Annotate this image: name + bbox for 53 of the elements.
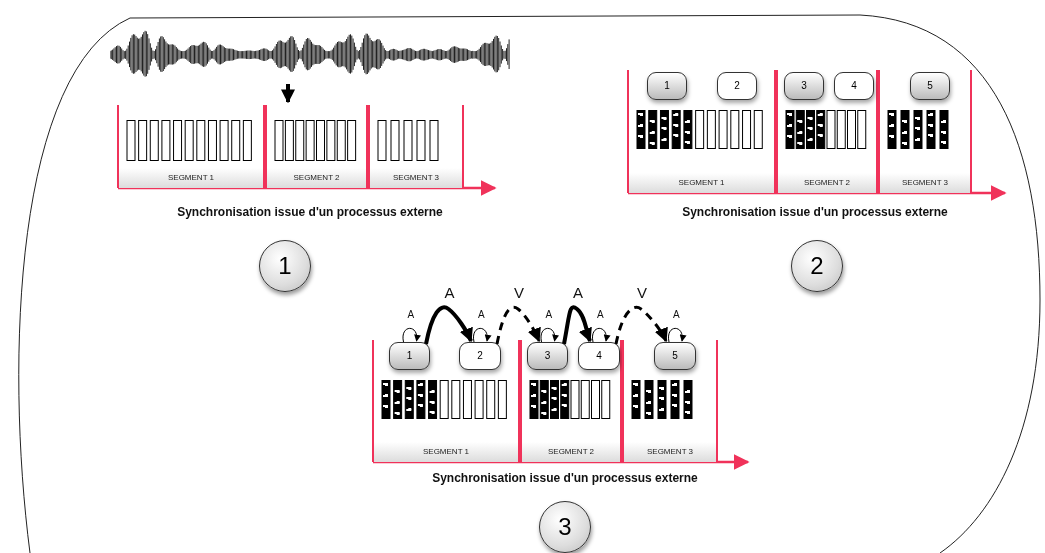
self-loop-arrow — [667, 327, 686, 343]
edge-label: A — [443, 285, 456, 300]
arrow — [281, 84, 295, 104]
arrow — [562, 305, 593, 345]
segment-label: SEGMENT 3 — [880, 173, 970, 193]
state-box: 2 — [717, 72, 757, 100]
segment-column — [622, 340, 718, 462]
segment-label: SEGMENT 2 — [267, 168, 366, 188]
segment-column — [117, 105, 265, 188]
state-box: 3 — [527, 342, 568, 370]
state-box: 2 — [459, 342, 501, 370]
state-box: 5 — [654, 342, 696, 370]
edge-label: A — [672, 310, 681, 320]
state-box: 4 — [834, 72, 874, 100]
self-loop-arrow — [472, 327, 491, 343]
self-loop-arrow — [591, 327, 610, 343]
segment-label: SEGMENT 2 — [522, 442, 620, 462]
segment-column — [265, 105, 368, 188]
segment-column — [878, 70, 972, 193]
state-box: 1 — [389, 342, 430, 370]
state-box: 5 — [910, 72, 950, 100]
segment-label: SEGMENT 2 — [778, 173, 876, 193]
edge-label: A — [477, 310, 486, 320]
segment-label: SEGMENT 1 — [374, 442, 518, 462]
arrow — [495, 306, 541, 345]
caption-text: Synchronisation issue d'un processus externe — [681, 205, 949, 219]
caption-text: Synchronisation issue d'un processus externe — [431, 471, 699, 485]
segment-label: SEGMENT 1 — [119, 168, 263, 188]
segment-column — [520, 340, 622, 462]
state-box: 3 — [784, 72, 824, 100]
self-loop-arrow — [402, 327, 421, 343]
segment-column — [372, 340, 520, 462]
segment-column — [627, 70, 776, 193]
edge-label: A — [596, 310, 605, 320]
self-loop-arrow — [540, 327, 559, 343]
edge-label: A — [544, 310, 554, 320]
arrow — [424, 305, 473, 345]
edge-label: V — [636, 285, 648, 300]
edge-label: A — [406, 310, 416, 320]
edge-label: A — [572, 285, 584, 300]
segment-column — [776, 70, 878, 193]
segment-label: SEGMENT 1 — [629, 173, 774, 193]
segment-label: SEGMENT 3 — [370, 168, 462, 188]
arrow — [614, 305, 668, 345]
step-circle: 1 — [259, 240, 311, 292]
step-circle: 2 — [791, 240, 843, 292]
caption-text: Synchronisation issue d'un processus externe — [176, 205, 444, 219]
state-box: 1 — [647, 72, 687, 100]
segment-label: SEGMENT 3 — [624, 442, 716, 462]
state-box: 4 — [578, 342, 620, 370]
step-circle: 3 — [539, 501, 591, 553]
edge-label: V — [513, 285, 525, 300]
segment-column — [368, 105, 464, 188]
